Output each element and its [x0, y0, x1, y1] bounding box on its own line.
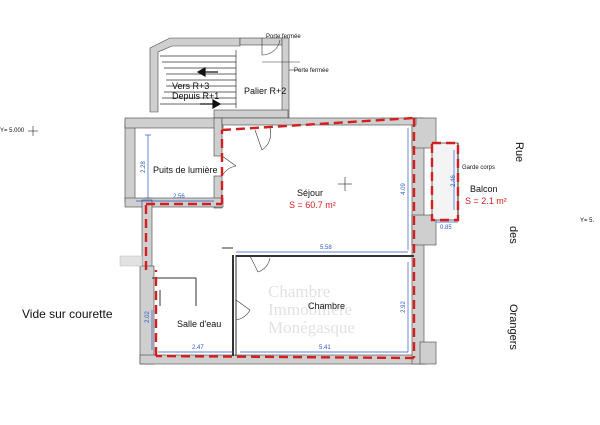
dimension-sejour-width: 5.58: [320, 245, 332, 251]
boundary: [144, 116, 460, 360]
watermark-line-3: Monégasque: [268, 317, 355, 337]
stair-down-label: Depuis R+1: [172, 91, 220, 101]
sejour-surface: S = 60.7 m²: [289, 200, 336, 210]
chambre-label: Chambre: [308, 301, 346, 311]
dimension-lines: [136, 128, 458, 353]
porte-fermee-right-label: Porte fermée: [294, 68, 329, 74]
dimension-salle-eau-width: 2.47: [192, 345, 204, 351]
garde-corps-label: Garde corps: [462, 165, 496, 171]
street-word-rue: Rue: [513, 142, 525, 163]
y-coordinate-right: Y= 5.: [580, 218, 595, 224]
palier-label: Palier R+2: [244, 86, 287, 96]
watermark: Chambre Immobilière Monégasque: [268, 283, 355, 337]
watermark-line-1: Chambre: [268, 282, 331, 301]
dimension-salle-eau-height: 2.02: [144, 311, 151, 323]
puits-lumiere-label: Puits de lumière: [153, 165, 218, 175]
door-swings: [221, 155, 271, 321]
stair-walls: [149, 37, 290, 119]
dimension-balcon-length: 2.46: [450, 175, 457, 187]
courette-strip: [119, 255, 143, 267]
porte-fermee-top-label: Porte fermée: [266, 34, 301, 40]
salle-eau-label: Salle d'eau: [177, 319, 222, 329]
street-word-des: des: [507, 226, 519, 244]
balcon-surface: S = 2.1 m²: [465, 196, 507, 206]
dimension-chambre-height: 2.92: [400, 301, 407, 313]
center-cross: [338, 177, 352, 191]
watermark-line-2: Immobilière: [268, 299, 353, 319]
dimension-chambre-width: 5.41: [319, 345, 331, 351]
dimension-puits-width: 2.56: [173, 194, 185, 200]
balcon-label: Balcon: [470, 184, 498, 194]
stair-arrows: [196, 66, 222, 110]
vide-courette-label: Vide sur courette: [22, 307, 113, 321]
y-marker-left: [28, 126, 38, 136]
y-coordinate-left: Y= 5.000: [0, 128, 25, 134]
stair-steps: [160, 50, 237, 108]
dimension-sejour-height: 4.09: [400, 183, 407, 195]
stair-up-label: Vers R+3: [172, 81, 210, 91]
sejour-label: Séjour: [297, 188, 324, 198]
street-word-orangers: Orangers: [507, 304, 519, 350]
dimension-balcon-depth: 0.85: [440, 225, 452, 231]
palier-doors: [254, 38, 300, 151]
partitions: [152, 247, 414, 356]
dimension-puits-height: 2.28: [140, 161, 147, 173]
